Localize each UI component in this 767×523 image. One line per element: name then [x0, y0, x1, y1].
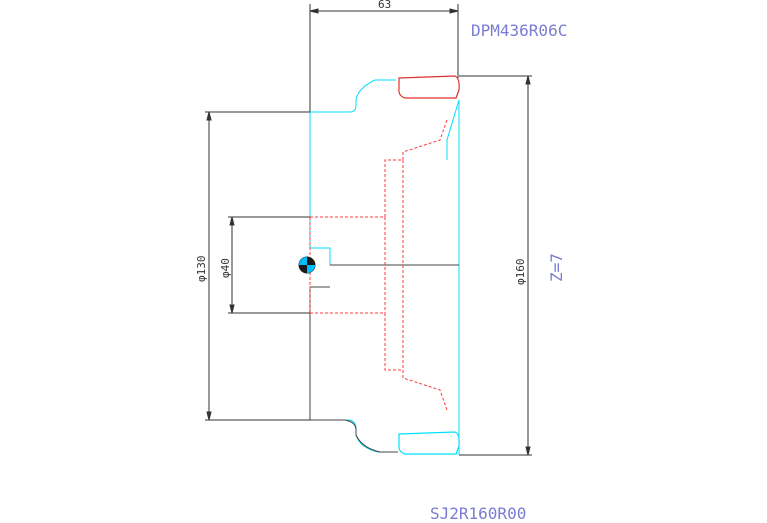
dia-130-label: φ130: [195, 256, 208, 283]
bottom-code-label: SJ2R160R00: [430, 504, 526, 523]
teeth-count-label: Z=7: [547, 253, 566, 282]
dia-160-label: φ160: [514, 259, 527, 286]
dimension-dia-160: [459, 75, 532, 456]
insert-top: [398, 75, 460, 99]
center-axis-icon: [298, 256, 316, 274]
insert-bottom: [398, 431, 460, 455]
dimension-dia-130: [205, 111, 310, 421]
dia-40-label: φ40: [219, 258, 232, 278]
top-code-label: DPM436R06C: [471, 21, 567, 40]
dimension-dia-40: [228, 216, 310, 314]
dimension-width-63: [309, 4, 459, 248]
width-dimension-label: 63: [378, 0, 391, 11]
cutter-body-lower-outline: [309, 264, 459, 453]
